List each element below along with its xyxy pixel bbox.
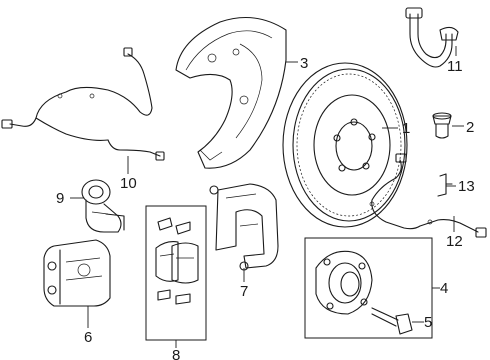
pad-clips [157,217,191,305]
callout-12: 12 [446,233,463,250]
callout-11: 11 [447,58,463,75]
callout-7: 7 [240,283,248,300]
caliper-carrier-bracket [209,183,279,271]
callout-13: 13 [458,178,475,195]
brake-rotor [282,62,408,228]
sensor-clip [437,173,453,197]
wear-sensor-cable-rear [369,153,487,238]
wear-sensor-cable-front [1,47,165,161]
hub-bolt [371,307,413,335]
callout-6: 6 [84,329,92,346]
brake-pads [155,241,199,284]
brake-dust-shield [175,17,287,169]
leader-lines [70,46,464,348]
parking-brake-actuator [81,179,125,233]
callout-labels: 1 2 3 4 5 6 7 8 9 10 11 12 13 [56,55,475,360]
brake-pad-kit-box [145,205,207,341]
callout-5: 5 [424,314,432,331]
wheel-hub-box [304,237,433,339]
brake-caliper [43,239,111,307]
callout-4: 4 [440,280,448,297]
wheel-hub-bearing [315,250,373,315]
rotor-screw-cap [432,112,452,139]
callout-8: 8 [172,347,180,360]
callout-10: 10 [120,175,137,192]
wear-sensor-top [405,7,459,68]
callout-9: 9 [56,190,64,207]
callout-3: 3 [300,55,308,72]
callout-1: 1 [402,120,410,137]
callout-2: 2 [466,119,474,136]
